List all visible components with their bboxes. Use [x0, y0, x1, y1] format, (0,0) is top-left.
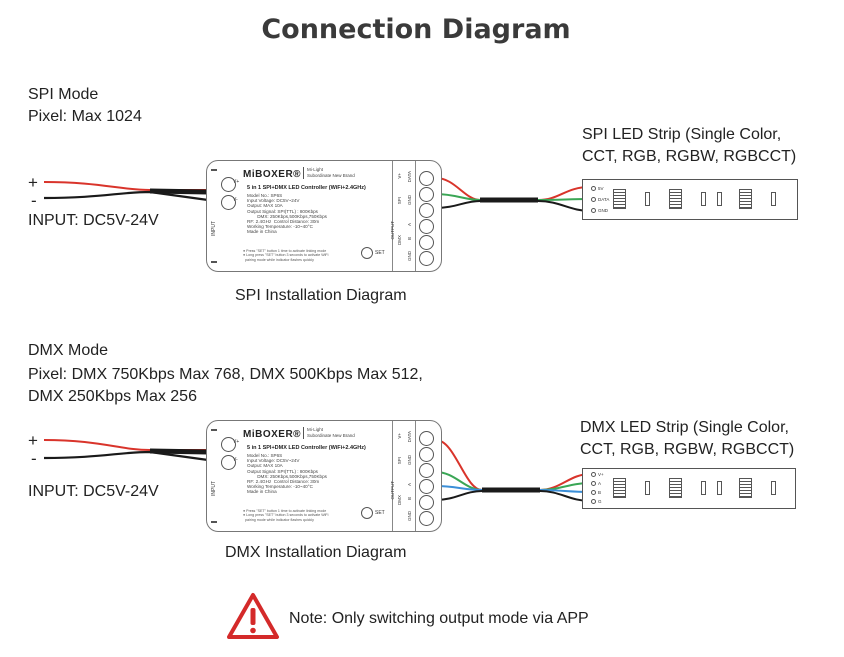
out-pin-dmx-gnd: GND	[407, 251, 412, 261]
spi-input-cable	[149, 188, 209, 195]
spi-strip-label-line1: SPI LED Strip (Single Color,	[582, 126, 782, 143]
spi-input-wire-black	[43, 190, 209, 202]
input-vminus-label: V-	[233, 197, 238, 203]
output-terminal-4	[419, 219, 434, 234]
dmx-strip-label-line1: DMX LED Strip (Single Color,	[580, 419, 789, 436]
dmx-led-strip: V+ A B G	[582, 468, 796, 509]
out-pin-a: A	[407, 483, 412, 487]
out-pin-spi-gnd: GND	[407, 455, 412, 465]
spi-output-wire-green	[435, 193, 481, 201]
out-pin-b: B	[407, 497, 412, 501]
out-pin-vplus: V+	[397, 173, 402, 179]
out-pin-dmx-gnd: GND	[407, 511, 412, 521]
dmx-strip-label-line2: CCT, RGB, RGBW, RGBCCT)	[580, 441, 795, 458]
brand-logo: MiBOXER®	[243, 429, 302, 440]
output-terminal-2	[419, 447, 434, 462]
dmx-label: DMX	[397, 235, 402, 245]
output-terminal-5	[419, 235, 434, 250]
spi-label: SPI	[397, 457, 402, 465]
output-terminal-3	[419, 463, 434, 478]
controller-notes: ● Press "SET" button 1 time to activate …	[243, 509, 329, 522]
spi-installation-caption: SPI Installation Diagram	[235, 287, 407, 304]
dmx-plus-sign: +	[28, 431, 38, 450]
dmx-minus-sign: -	[31, 449, 37, 468]
output-terminal-1	[419, 431, 434, 446]
output-terminal-4	[419, 479, 434, 494]
input-vminus-label: V-	[233, 457, 238, 463]
spi-pixel-label: Pixel: Max 1024	[28, 108, 142, 125]
input-terminal-vplus	[221, 177, 236, 192]
controller-specs: Model No.: SP6S Input Voltage: DC5V~24V …	[247, 193, 327, 235]
set-button	[361, 507, 373, 519]
controller-specs: Model No.: SP6S Input Voltage: DC5V~24V …	[247, 453, 327, 495]
dmx-input-label: INPUT: DC5V-24V	[28, 483, 159, 500]
controller-notes: ● Press "SET" button 1 time to activate …	[243, 249, 329, 262]
input-vplus-label: V+	[233, 439, 240, 445]
output-terminal-2	[419, 187, 434, 202]
dmx-label: DMX	[397, 495, 402, 505]
dmx-pixel-label-line1: Pixel: DMX 750Kbps Max 768, DMX 500Kbps …	[28, 366, 423, 383]
spi-label: SPI	[397, 197, 402, 205]
controller-model-title: 5 in 1 SPI+DMX LED Controller (WiFi+2.4G…	[247, 445, 366, 451]
input-label: INPUT	[211, 221, 217, 236]
spi-input-wire-red	[43, 181, 208, 191]
spi-plus-sign: +	[28, 173, 38, 192]
input-label: INPUT	[211, 481, 217, 496]
output-terminal-6	[419, 251, 434, 266]
dmx-mode-label: DMX Mode	[28, 342, 109, 359]
input-terminal-vminus	[221, 455, 236, 470]
out-pin-vplus: V+	[397, 433, 402, 439]
dmx-input-wire-black	[43, 450, 209, 462]
input-terminal-vplus	[221, 437, 236, 452]
set-label: SET	[375, 250, 385, 256]
out-pin-b: B	[407, 237, 412, 241]
spi-minus-sign: -	[31, 191, 37, 210]
dmx-input-wire-red	[43, 439, 208, 451]
spi-led-strip: 5V DATA GND	[582, 179, 798, 220]
controller-model-title: 5 in 1 SPI+DMX LED Controller (WiFi+2.4G…	[247, 185, 366, 191]
dmx-installation-caption: DMX Installation Diagram	[225, 544, 407, 561]
input-terminal-vminus	[221, 195, 236, 210]
output-terminal-5	[419, 495, 434, 510]
dmx-output-wire-black	[435, 490, 483, 501]
output-label: OUTPUT	[390, 481, 395, 500]
warning-icon	[227, 593, 279, 639]
spi-strip-label-line2: CCT, RGB, RGBW, RGBCCT)	[582, 148, 797, 165]
output-label: OUTPUT	[390, 221, 395, 240]
brand-logo: MiBOXER®	[243, 169, 302, 180]
set-label: SET	[375, 510, 385, 516]
dmx-pixel-label-line2: DMX 250Kbps Max 256	[28, 388, 197, 405]
output-terminal-6	[419, 511, 434, 526]
out-pin-data: DATA	[407, 431, 412, 443]
app-note: Note: Only switching output mode via APP	[289, 610, 589, 627]
dmx-output-wire-red	[435, 439, 483, 491]
set-button	[361, 247, 373, 259]
out-pin-spi-gnd: GND	[407, 195, 412, 205]
output-terminal-1	[419, 171, 434, 186]
out-pin-data: DATA	[407, 171, 412, 183]
output-terminal-3	[419, 203, 434, 218]
spi-input-label: INPUT: DC5V-24V	[28, 212, 159, 229]
spi-output-wire-black	[435, 200, 481, 209]
spi-mode-label: SPI Mode	[28, 86, 99, 103]
input-vplus-label: V+	[233, 179, 240, 185]
diagram-title: Connection Diagram	[261, 14, 571, 45]
dmx-input-cable	[149, 448, 209, 455]
out-pin-a: A	[407, 223, 412, 227]
